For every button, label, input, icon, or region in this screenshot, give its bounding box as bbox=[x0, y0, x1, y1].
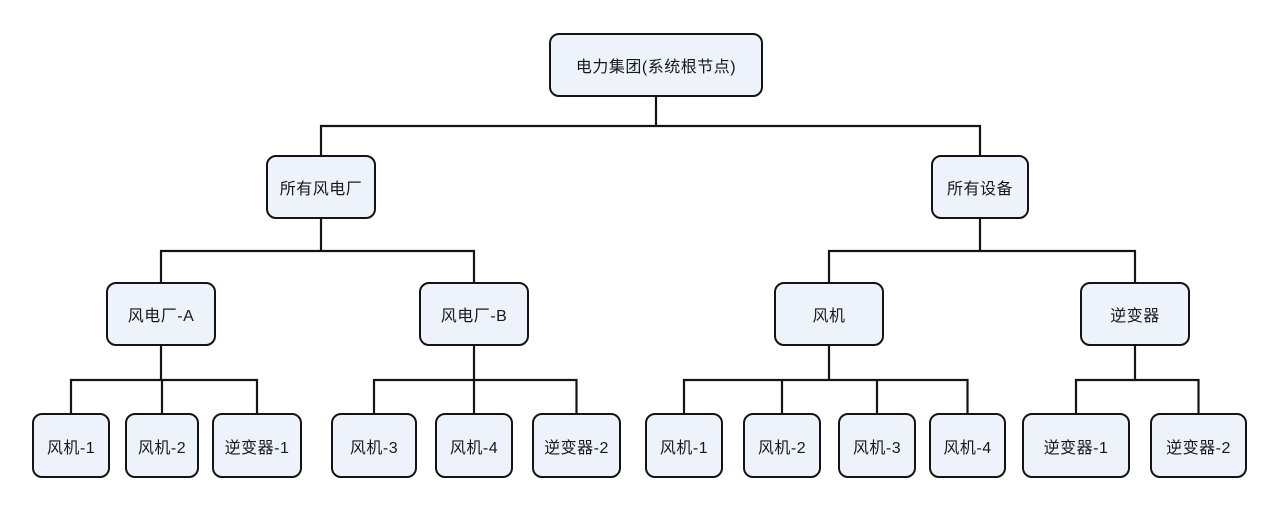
connector-wind-farms bbox=[159, 217, 476, 284]
node-label: 电力集团(系统根节点) bbox=[575, 59, 737, 76]
node-label: 逆变器-2 bbox=[544, 439, 609, 457]
node-farm-b-inverter-2: 逆变器-2 bbox=[532, 413, 621, 478]
node-farm-b-turbine-3: 风机-3 bbox=[331, 413, 417, 478]
node-label: 风机-4 bbox=[449, 439, 499, 457]
node-label: 所有风电厂 bbox=[279, 181, 363, 198]
node-inverter-2: 逆变器-2 bbox=[1150, 413, 1247, 478]
connector-root bbox=[319, 95, 982, 157]
node-turbine-3: 风机-3 bbox=[838, 413, 916, 478]
node-label: 风机-2 bbox=[757, 439, 807, 457]
node-turbine-4: 风机-4 bbox=[929, 413, 1006, 478]
node-label: 风机-3 bbox=[349, 439, 399, 457]
node-label: 风电厂-A bbox=[127, 308, 195, 325]
connector-farm-b bbox=[372, 344, 578, 415]
node-farm-a: 风电厂-A bbox=[106, 282, 216, 346]
node-inverters: 逆变器 bbox=[1080, 282, 1190, 346]
node-root: 电力集团(系统根节点) bbox=[549, 33, 763, 97]
node-label: 风机-2 bbox=[137, 439, 187, 457]
connector-all-devices bbox=[827, 217, 1137, 284]
node-wind-farms: 所有风电厂 bbox=[266, 155, 376, 219]
node-turbine-2: 风机-2 bbox=[743, 413, 821, 478]
node-label: 风机-3 bbox=[852, 439, 902, 457]
node-label: 风机-1 bbox=[46, 439, 96, 457]
node-farm-b: 风电厂-B bbox=[419, 282, 529, 346]
node-farm-a-turbine-1: 风机-1 bbox=[32, 413, 110, 478]
node-inverter-1: 逆变器-1 bbox=[1022, 413, 1130, 478]
node-label: 逆变器-1 bbox=[1043, 439, 1109, 457]
node-farm-a-inverter-1: 逆变器-1 bbox=[212, 413, 302, 478]
connector-inverters bbox=[1074, 344, 1200, 415]
node-label: 逆变器-1 bbox=[224, 439, 290, 457]
connector-farm-a bbox=[69, 344, 259, 415]
node-turbines: 风机 bbox=[774, 282, 884, 346]
node-label: 风机-1 bbox=[659, 439, 709, 457]
node-all-devices: 所有设备 bbox=[931, 155, 1029, 219]
node-label: 风机 bbox=[812, 308, 846, 325]
node-label: 逆变器 bbox=[1110, 308, 1160, 325]
node-label: 逆变器-2 bbox=[1166, 439, 1231, 457]
node-turbine-1: 风机-1 bbox=[645, 413, 723, 478]
node-farm-b-turbine-4: 风机-4 bbox=[435, 413, 513, 478]
node-label: 所有设备 bbox=[946, 181, 1013, 198]
node-label: 风电厂-B bbox=[440, 308, 508, 325]
node-label: 风机-4 bbox=[943, 439, 992, 457]
node-farm-a-turbine-2: 风机-2 bbox=[125, 413, 199, 478]
connector-turbines bbox=[682, 344, 969, 415]
